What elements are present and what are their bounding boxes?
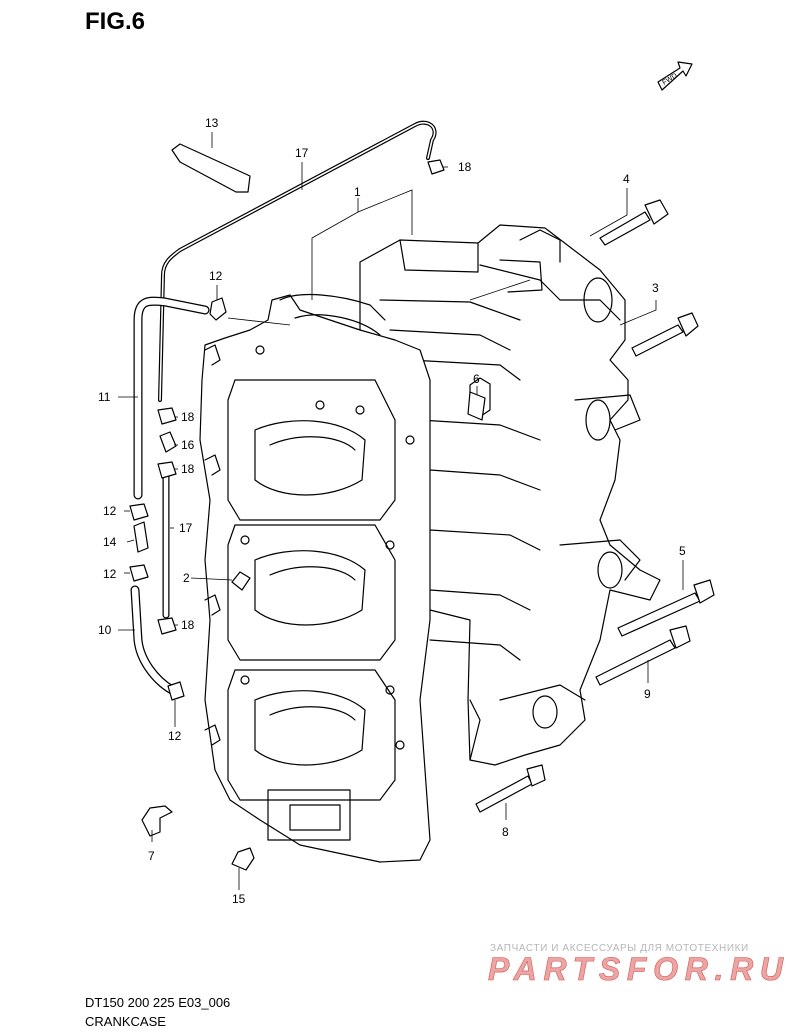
leader-lines: [118, 132, 684, 890]
bolt-part-5: [617, 579, 715, 637]
fwd-label: FWD: [661, 72, 678, 86]
callout-2: 2: [183, 571, 190, 585]
crankcase-front-half: [199, 293, 431, 863]
clip-part-12-d: [167, 681, 185, 701]
callout-9: 9: [644, 687, 651, 701]
dowel-pin-part-6: [467, 391, 486, 421]
callout-12-c: 12: [103, 567, 117, 581]
clip-part-18-a: [157, 407, 177, 425]
crankcase-rear-half: [359, 224, 661, 766]
bolt-part-9: [595, 625, 691, 686]
callout-6: 6: [473, 372, 480, 386]
callout-5: 5: [679, 544, 686, 558]
bolt-part-8: [475, 764, 546, 813]
callout-12-d: 12: [168, 729, 182, 743]
callout-16: 16: [181, 438, 195, 452]
callout-18-c: 18: [181, 462, 195, 476]
callout-8: 8: [502, 825, 509, 839]
bolt-part-4: [599, 199, 669, 246]
callout-numbers: 1 2 3 4 5 6 7 8 9 10 11 12 12 12 12 13 1…: [98, 116, 686, 906]
dowel-pin-part-2: [231, 571, 251, 591]
clip-part-12-b: [129, 503, 149, 521]
callout-11: 11: [98, 390, 111, 404]
partsfor-logo: PARTSFOR.RU: [488, 951, 784, 986]
footer-section-name: CRANKCASE: [85, 1014, 166, 1029]
callout-14: 14: [103, 535, 117, 549]
callout-18-b: 18: [181, 410, 195, 424]
callout-17-b: 17: [179, 521, 193, 535]
bolt-part-3: [631, 312, 699, 357]
callout-18-d: 18: [181, 618, 195, 632]
watermark-tagline: ЗАПЧАСТИ И АКСЕССУАРЫ ДЛЯ МОТОТЕХНИКИ: [490, 943, 749, 954]
clamp-plate-part-13: [171, 143, 251, 193]
callout-15: 15: [232, 892, 246, 906]
callout-4: 4: [623, 172, 630, 186]
callout-13: 13: [205, 116, 219, 130]
figure-title: FIG.6: [85, 8, 146, 35]
elbow-fitting-part-7: [141, 805, 173, 837]
footer-model-code: DT150 200 225 E03_006: [85, 995, 231, 1010]
callout-18-top: 18: [458, 160, 472, 174]
clip-part-12-top: [209, 297, 227, 321]
callout-17-top: 17: [295, 146, 309, 160]
partsfor-logo-text: PARTSFOR.RU: [488, 951, 784, 986]
clip-part-18-c: [157, 617, 177, 635]
callout-7: 7: [148, 849, 155, 863]
clip-part-18-top: [427, 159, 445, 175]
joint-part-16: [159, 431, 177, 453]
callout-1: 1: [354, 185, 361, 199]
clip-part-12-c: [129, 564, 149, 582]
fwd-arrow-icon: FWD: [657, 61, 693, 91]
callout-10: 10: [98, 623, 112, 637]
clip-part-18-b: [157, 461, 177, 479]
callout-12-b: 12: [103, 504, 117, 518]
plug-part-15: [231, 847, 255, 871]
callout-3: 3: [652, 281, 659, 295]
callout-12-top: 12: [209, 269, 223, 283]
joint-part-14: [133, 521, 149, 553]
